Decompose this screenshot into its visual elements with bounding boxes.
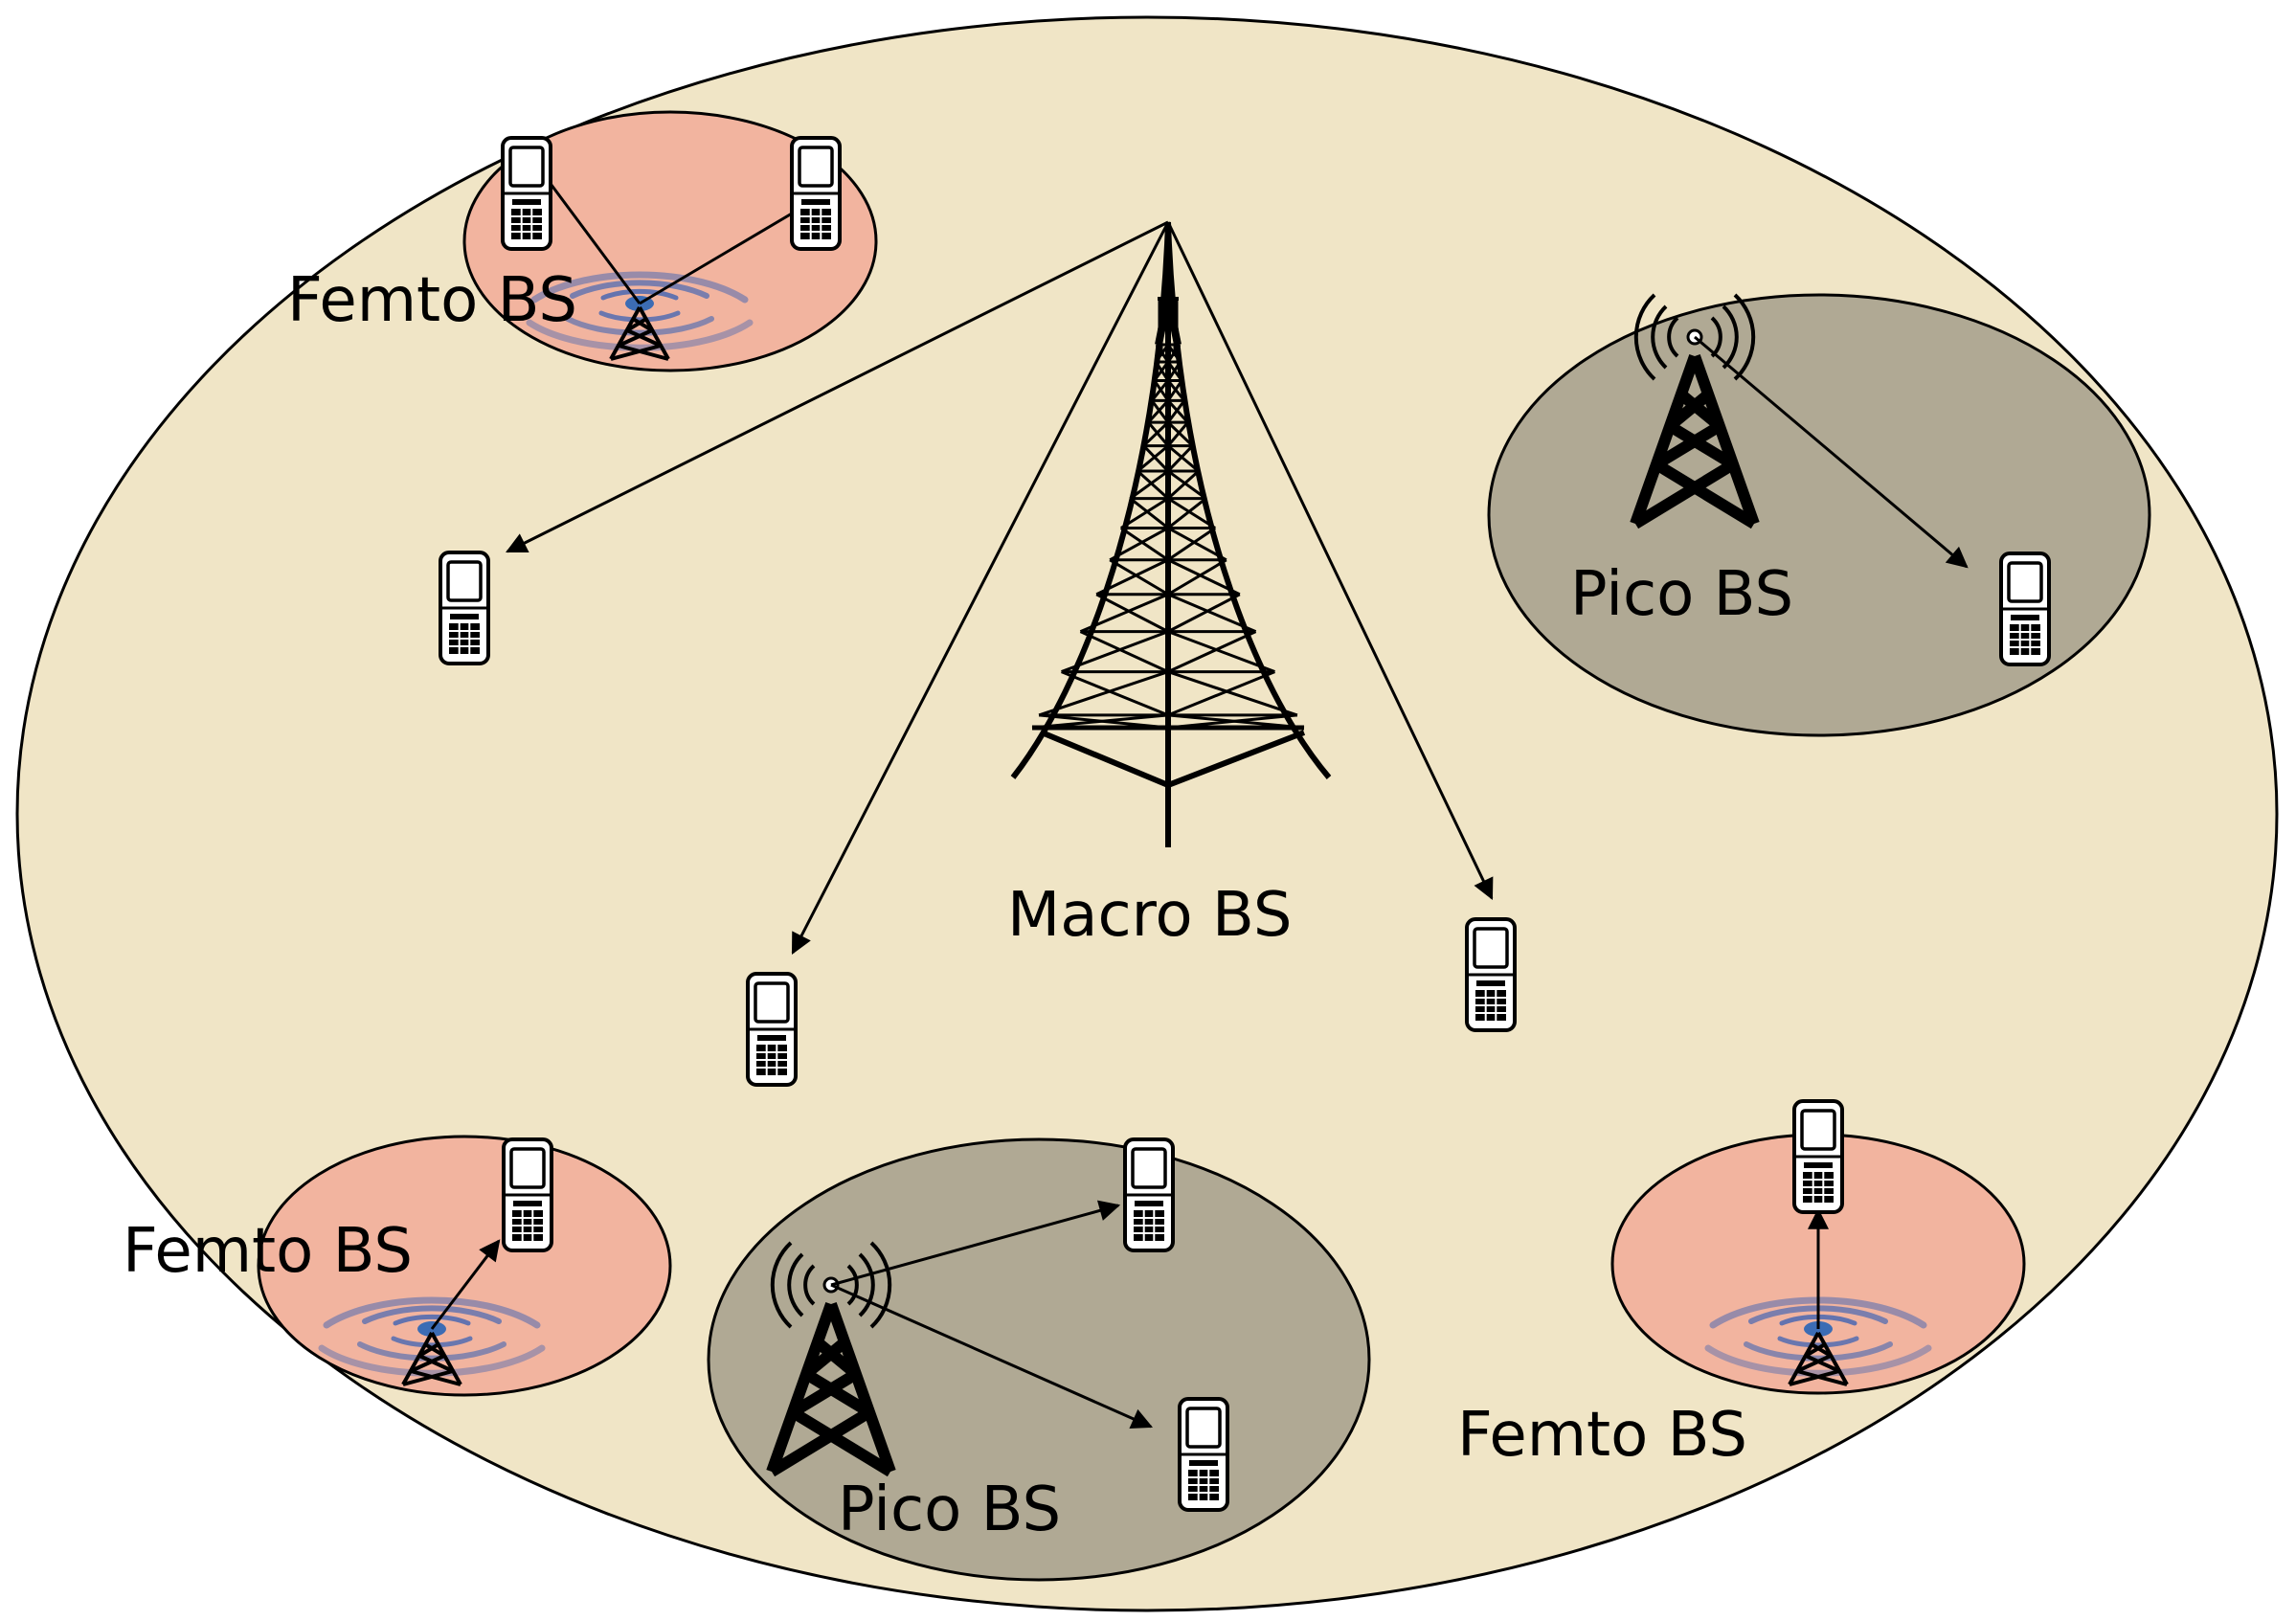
pico-links xyxy=(830,1200,1154,1430)
lattice-strut xyxy=(1137,444,1169,473)
lattice-strut xyxy=(1166,399,1189,424)
lattice-strut xyxy=(1167,527,1216,562)
tower-top xyxy=(1158,297,1179,356)
lattice-strut xyxy=(1079,593,1169,633)
lattice-strut xyxy=(1109,527,1169,562)
mobile-phone-icon xyxy=(1999,552,2051,666)
lattice-strut xyxy=(1166,421,1194,447)
pico-bs-label-right: Pico BS xyxy=(1570,559,1793,630)
lattice-strut xyxy=(1129,497,1169,529)
link-arrow xyxy=(1694,335,1969,569)
lattice-strut xyxy=(1137,469,1170,500)
lattice-strut xyxy=(1153,361,1170,382)
lattice-strut xyxy=(1166,379,1186,402)
lattice-strut xyxy=(1061,670,1169,717)
mobile-phone-icon xyxy=(501,136,552,251)
lattice-strut xyxy=(1120,527,1169,562)
lattice-strut xyxy=(1167,469,1207,500)
lattice-strut xyxy=(1142,421,1170,447)
mobile-phone-icon xyxy=(1465,917,1517,1032)
lattice-strut xyxy=(1142,444,1170,473)
lattice-strut xyxy=(1166,361,1183,382)
lattice-strut xyxy=(1166,421,1189,447)
macro-links xyxy=(506,220,1494,955)
lattice-strut xyxy=(1167,670,1275,717)
lattice-strut xyxy=(1166,444,1194,473)
lattice-strut xyxy=(1061,630,1169,673)
lattice-strut xyxy=(1167,497,1216,529)
femto-cell-left xyxy=(257,1135,672,1397)
macro-bs-label: Macro BS xyxy=(1007,880,1292,951)
lattice-strut xyxy=(1167,593,1241,633)
mobile-phone-icon xyxy=(502,1137,553,1252)
lattice-strut xyxy=(1167,593,1257,633)
lattice-strut xyxy=(1167,558,1241,597)
lattice-strut xyxy=(1167,713,1305,730)
lattice-strut xyxy=(1167,527,1227,562)
lattice-strut xyxy=(1167,630,1275,673)
lattice-strut xyxy=(1109,558,1169,597)
lattice-strut xyxy=(1095,593,1169,633)
lattice-strut xyxy=(1167,444,1200,473)
mobile-phone-icon xyxy=(1178,1397,1229,1512)
lattice-strut xyxy=(1167,670,1298,717)
lattice-strut xyxy=(1166,469,1200,500)
mobile-phone-icon xyxy=(1123,1137,1175,1252)
lattice-strut xyxy=(1167,630,1257,673)
lattice-strut xyxy=(1120,497,1169,529)
mobile-phone-icon xyxy=(790,136,842,251)
lattice-strut xyxy=(1079,630,1169,673)
mobile-phone-icon xyxy=(746,972,798,1087)
pico-cell-right xyxy=(1487,293,2151,737)
femto-bs-label-right: Femto BS xyxy=(1457,1400,1747,1471)
femto-cell-top xyxy=(462,110,878,372)
mobile-phone-icon xyxy=(1792,1099,1844,1214)
lattice-strut xyxy=(1147,421,1170,447)
pico-bs-label-bottom: Pico BS xyxy=(838,1475,1061,1545)
lattice-strut xyxy=(1167,558,1227,597)
lattice-strut xyxy=(1038,670,1169,717)
lattice-strut xyxy=(1095,558,1169,597)
mobile-phone-icon xyxy=(439,551,490,665)
lattice-strut xyxy=(1167,497,1207,529)
tower-lattice xyxy=(1031,343,1305,730)
lattice-strut xyxy=(1150,379,1170,402)
link-arrow xyxy=(430,1239,501,1330)
lattice-strut xyxy=(1031,713,1169,730)
femto-bs-label-top: Femto BS xyxy=(287,265,577,336)
lattice-strut xyxy=(1129,469,1169,500)
femto-bs-label-left: Femto BS xyxy=(123,1216,413,1287)
lattice-strut xyxy=(1147,399,1170,424)
